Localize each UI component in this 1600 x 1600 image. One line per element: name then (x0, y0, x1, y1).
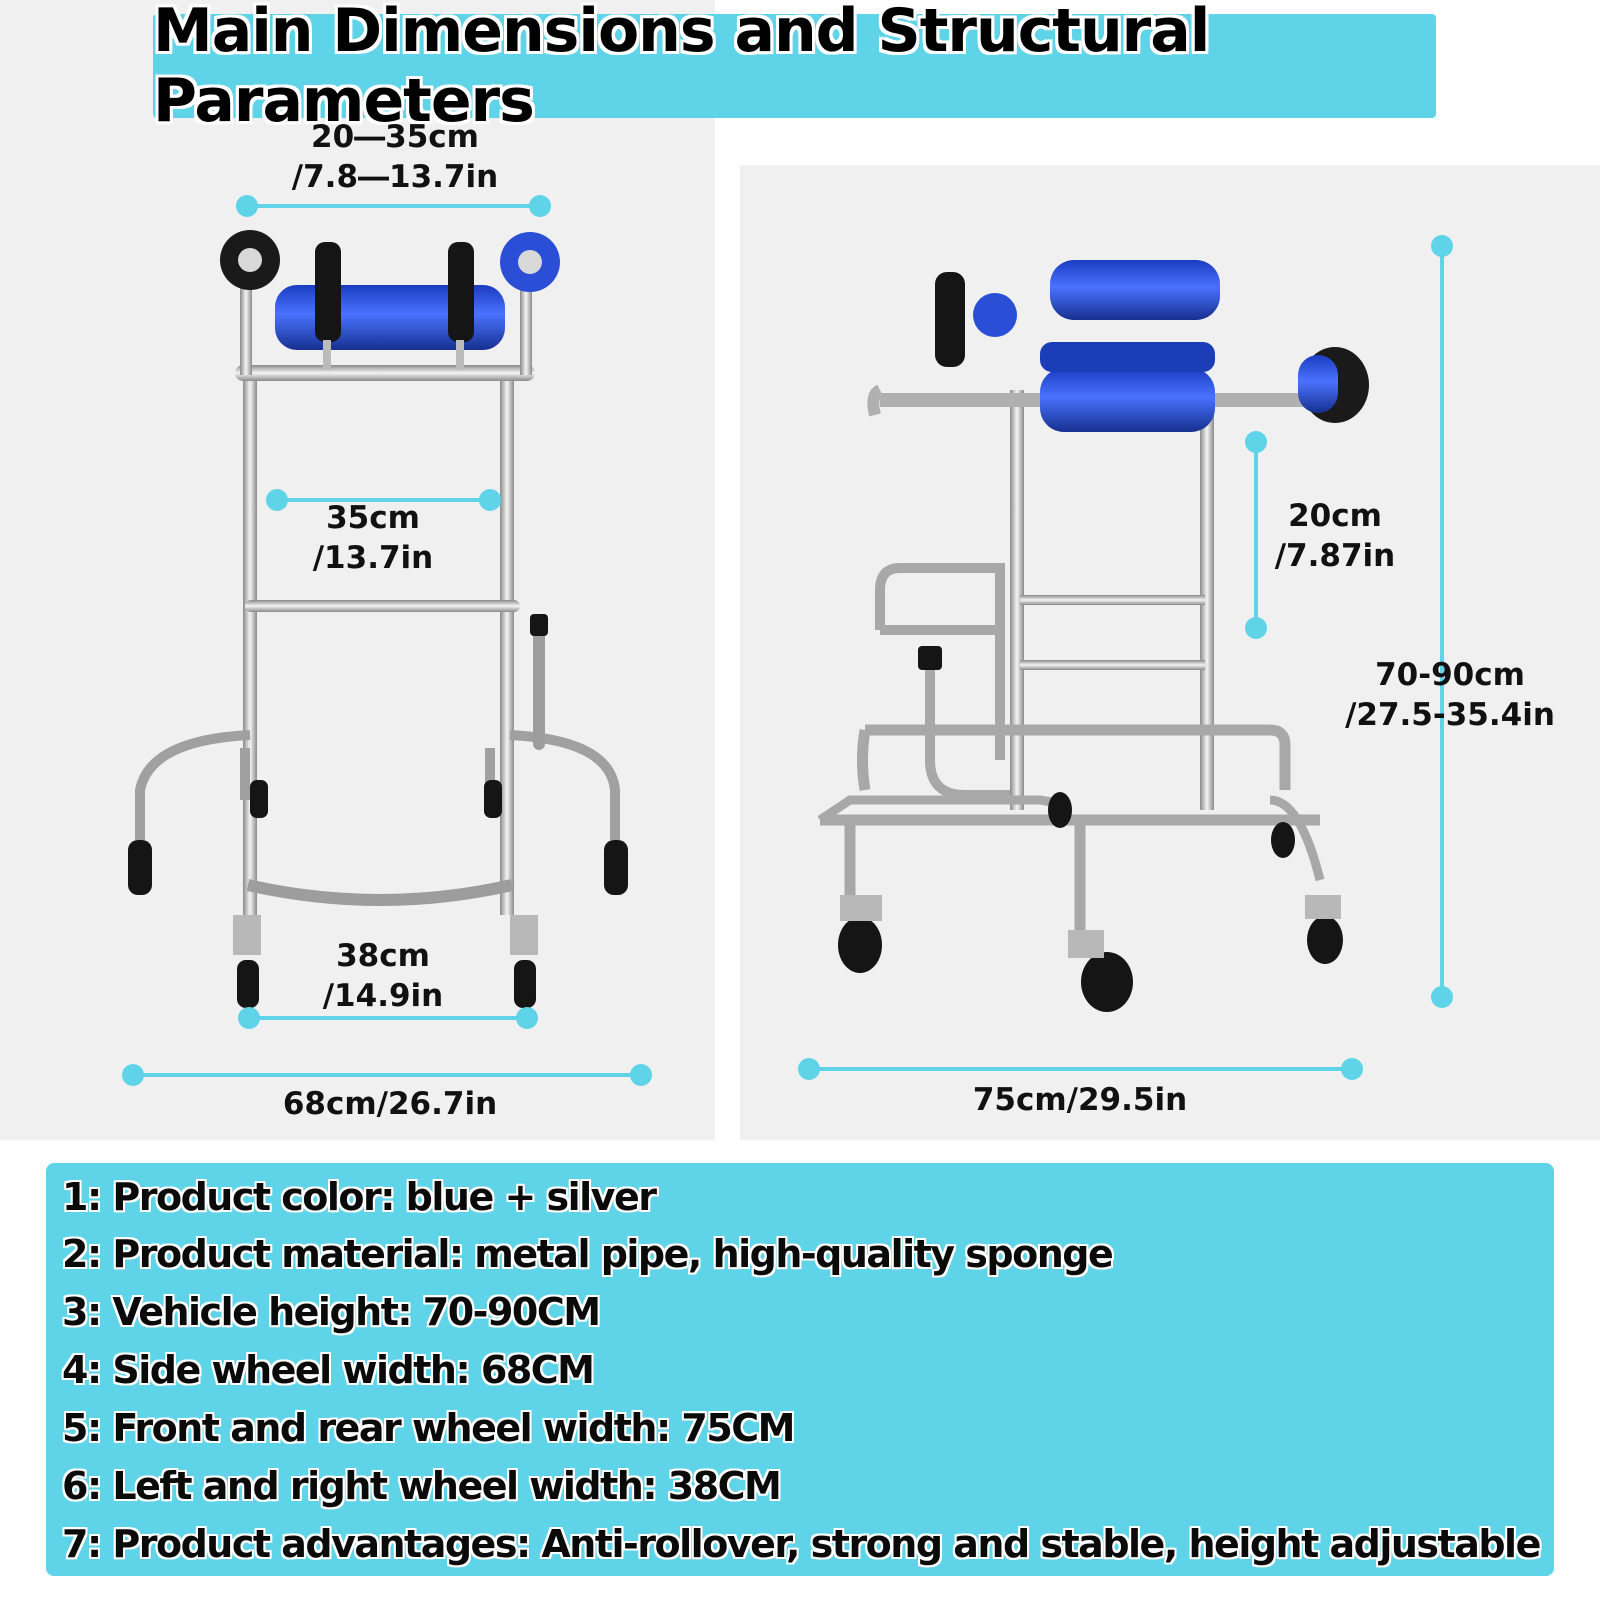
height-in: /27.5-35.4in (1345, 697, 1555, 733)
front-rear-wheel-width-label: 75cm/29.5in (972, 1082, 1188, 1118)
armrest-width-cm: 20―35cm (311, 119, 479, 155)
page-title: Main Dimensions and Structural Parameter… (153, 0, 1210, 136)
spec-item: 3: Vehicle height: 70-90CM (62, 1290, 601, 1334)
front-view-panel (0, 0, 715, 1140)
height-label: 70-90cm /27.5-35.4in (1335, 655, 1565, 735)
inner-width-cm: 35cm (326, 500, 420, 536)
inner-width-label: 35cm /13.7in (283, 498, 463, 578)
spec-item: 6: Left and right wheel width: 38CM (62, 1464, 782, 1508)
armrest-width-label: 20―35cm /7.8―13.7in (275, 117, 515, 197)
measurement-lines (122, 195, 1453, 1086)
title-banner: Main Dimensions and Structural Parameter… (153, 0, 1436, 136)
armrest-width-in: /7.8―13.7in (291, 159, 499, 195)
front-view-walker-illustration (128, 230, 628, 1008)
side-view-panel (740, 165, 1600, 1140)
bottom-inner-width-cm: 38cm (336, 938, 430, 974)
adjust-range-in: /7.87in (1274, 538, 1396, 574)
side-wheel-width-label: 68cm/26.7in (282, 1086, 498, 1122)
spec-item: 1: Product color: blue + silver (62, 1175, 657, 1219)
spec-item: 4: Side wheel width: 68CM (62, 1348, 595, 1392)
height-cm: 70-90cm (1375, 657, 1525, 693)
spec-item: 7: Product advantages: Anti-rollover, st… (62, 1522, 1541, 1566)
adjust-range-cm: 20cm (1288, 498, 1382, 534)
adjust-range-label: 20cm /7.87in (1255, 496, 1415, 576)
spec-item: 2: Product material: metal pipe, high-qu… (62, 1232, 1114, 1276)
bottom-inner-width-in: /14.9in (322, 978, 444, 1014)
spec-list: 1: Product color: blue + silver 2: Produ… (46, 1163, 1554, 1576)
spec-item: 5: Front and rear wheel width: 75CM (62, 1406, 795, 1450)
side-view-walker-illustration (817, 260, 1369, 1012)
inner-width-in: /13.7in (312, 540, 434, 576)
bottom-inner-width-label: 38cm /14.9in (293, 936, 473, 1016)
